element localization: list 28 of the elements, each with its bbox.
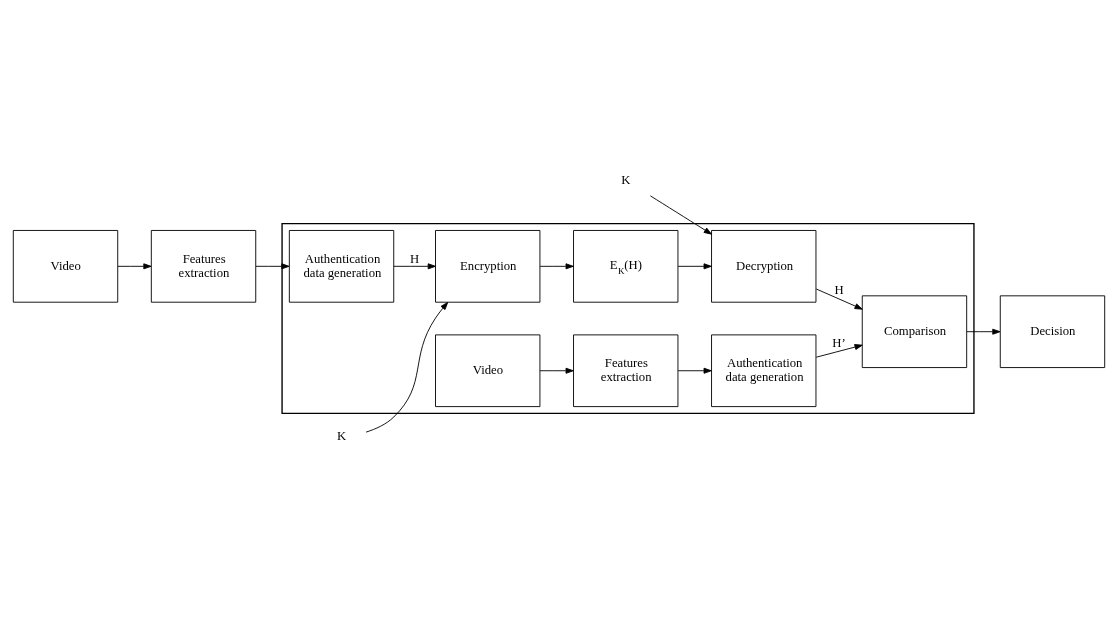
node-box: Video [12,230,119,303]
edge-label: H [834,282,844,297]
node-box: Authentication data generation [288,230,395,303]
arrow [649,195,712,235]
arrow [966,328,1001,335]
node-text: K [621,173,631,188]
node-box: Encryption [435,230,541,303]
arrow [539,367,574,374]
node-box: Video [435,334,541,408]
arrow [255,263,290,270]
arrow [815,288,863,310]
node-box: Features extraction [573,334,679,408]
arrow [393,263,436,270]
node-box: Decryption [711,230,817,303]
node-box: Features extraction [150,230,257,303]
arrow [117,263,152,270]
node-box: Authentication data generation [711,334,817,408]
node-box: E$_{K}$(H) [573,230,679,303]
arrow [539,263,574,270]
edge-label: H [410,251,420,266]
edge-label: H’ [832,336,846,351]
node-box: Decision [999,295,1106,368]
arrow [815,344,863,358]
arrow [677,367,712,374]
node-box: Comparison [861,295,968,368]
arrow [365,301,449,433]
arrow [677,263,712,270]
node-text: K [337,429,347,444]
